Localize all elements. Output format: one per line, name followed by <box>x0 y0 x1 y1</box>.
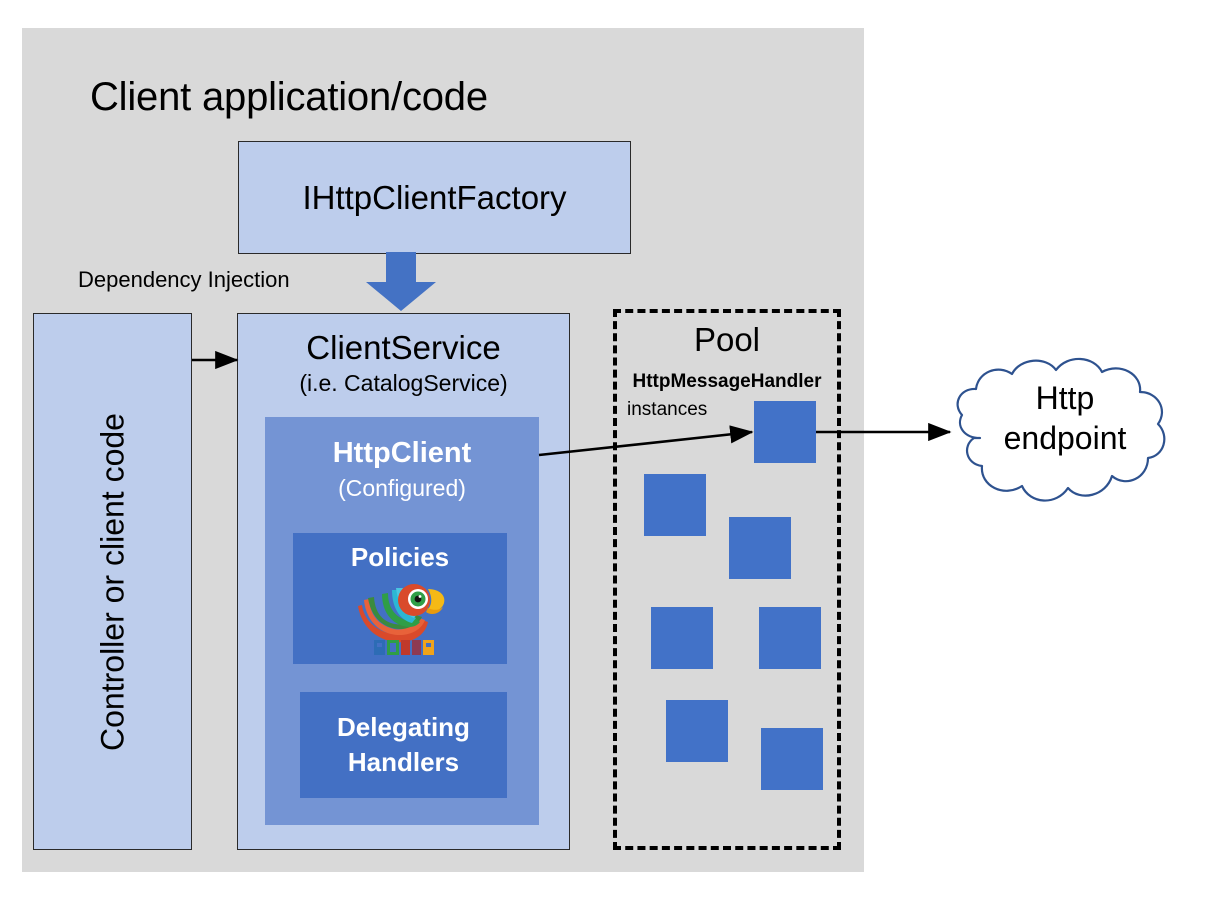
httpmessagehandler-instance <box>761 728 823 790</box>
delegating-handlers-box: Delegating Handlers <box>300 692 507 798</box>
polly-parrot-logo-icon <box>358 584 445 655</box>
http-endpoint-label: Http endpoint <box>936 378 1194 458</box>
ihttpclientfactory-label: IHttpClientFactory <box>302 178 567 216</box>
httpmessagehandler-instance <box>644 474 706 536</box>
controller-or-client-code-box: Controller or client code <box>33 313 192 850</box>
http-endpoint-cloud: Http endpoint <box>936 352 1194 524</box>
ihttpclientfactory-box: IHttpClientFactory <box>238 141 631 254</box>
httpmessagehandler-instance <box>729 517 791 579</box>
httpclient-subtitle: (Configured) <box>338 475 466 501</box>
httpmessagehandler-instance <box>754 401 816 463</box>
dependency-injection-label: Dependency Injection <box>78 267 290 292</box>
httpmessagehandler-instance <box>759 607 821 669</box>
http-endpoint-line2: endpoint <box>1003 420 1127 456</box>
clientservice-title: ClientService <box>306 329 501 366</box>
policies-box: Policies <box>293 533 507 664</box>
down-block-arrow-icon <box>366 252 436 311</box>
httpclient-title: HttpClient <box>332 437 472 469</box>
pool-box: Pool HttpMessageHandler instances <box>613 309 841 850</box>
http-endpoint-line1: Http <box>1035 380 1095 416</box>
policies-title: Policies <box>350 542 450 572</box>
clientservice-subtitle: (i.e. CatalogService) <box>299 370 508 396</box>
delegating-handlers-line1: Delegating <box>337 711 470 742</box>
pool-title: Pool <box>693 321 761 358</box>
httpmessagehandler-instance <box>666 700 728 762</box>
pool-subtitle-bold: HttpMessageHandler <box>632 371 822 392</box>
client-application-title: Client application/code <box>90 75 488 119</box>
cloud-icon <box>956 357 1166 502</box>
pool-subtitle-regular: instances <box>627 399 708 420</box>
controller-or-client-code-label: Controller or client code <box>94 412 130 751</box>
httpmessagehandler-instance <box>651 607 713 669</box>
delegating-handlers-line2: Handlers <box>347 747 460 777</box>
